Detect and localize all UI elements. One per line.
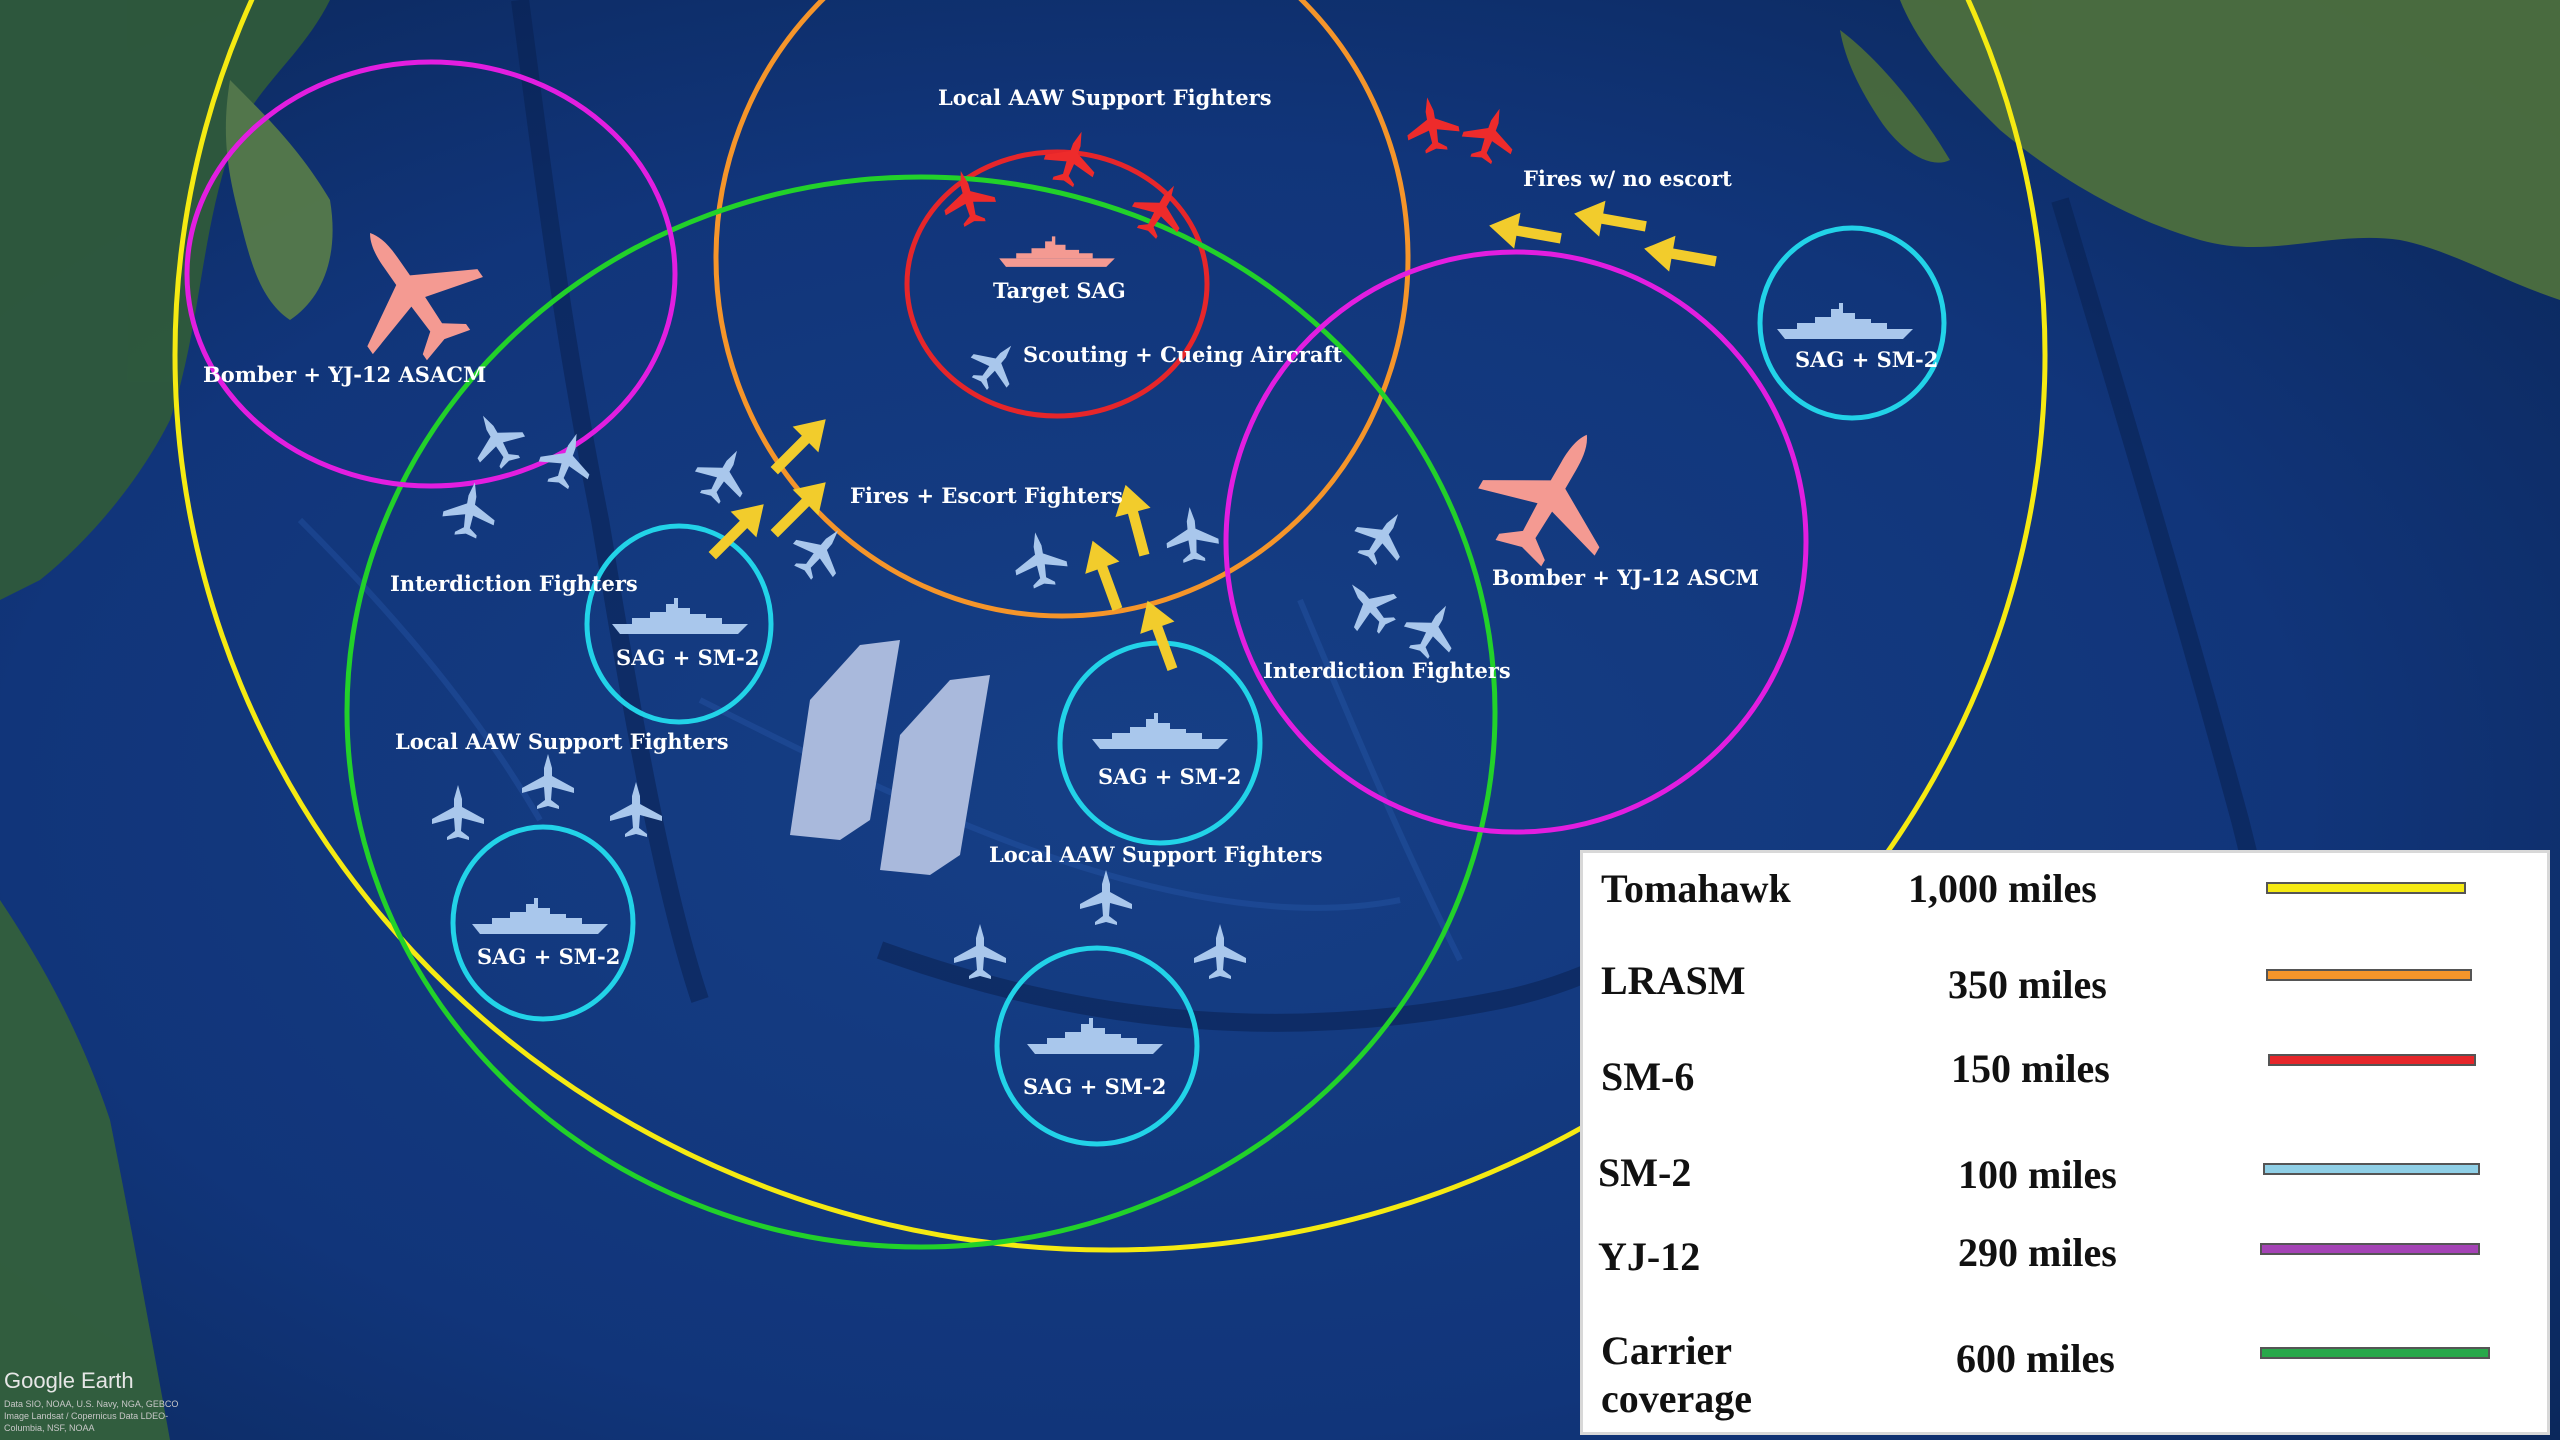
yj12-range-ring-left (184, 59, 678, 489)
sm2-ring-right (1757, 225, 1947, 421)
tomahawk-range-ring (172, 0, 2048, 1253)
label-target-sag: Target SAG (993, 278, 1126, 303)
legend-range-lrasm: 350 miles (1948, 962, 2107, 1007)
legend-name-yj12: YJ-12 (1598, 1234, 1701, 1279)
google-earth-logo: Google Earth (4, 1368, 134, 1393)
carrier-coverage-ring (344, 174, 1498, 1250)
carrier-1 (790, 640, 900, 840)
label-bomber-left: Bomber + YJ-12 ASACM (203, 362, 486, 387)
lrasm-range-ring (713, 0, 1411, 619)
legend-swatch-tomahawk (2266, 882, 2466, 894)
legend-name-tomahawk: Tomahawk (1601, 866, 1791, 911)
carrier-group (790, 640, 990, 875)
legend-swatch-sm6 (2268, 1054, 2476, 1066)
legend-range-sm6: 150 miles (1951, 1046, 2110, 1091)
label-scouting: Scouting + Cueing Aircraft (1023, 342, 1342, 367)
legend-range-yj12: 290 miles (1958, 1230, 2117, 1275)
legend-swatch-yj12 (2260, 1243, 2480, 1255)
sm2-ring-mid-left (584, 523, 774, 725)
legend-swatch-lrasm (2266, 969, 2472, 981)
legend-range-sm2: 100 miles (1958, 1152, 2117, 1197)
legend-range-carrier: 600 miles (1956, 1336, 2115, 1381)
legend-name-carrier: Carrier coverage (1601, 1328, 1753, 1421)
legend-name-lrasm: LRASM (1601, 958, 1746, 1003)
label-interdiction-right: Interdiction Fighters (1263, 658, 1511, 683)
map-attribution: Data SIO, NOAA, U.S. Navy, NGA, GEBCO Im… (4, 1399, 179, 1433)
label-local-aaw-bottom: Local AAW Support Fighters (989, 842, 1323, 867)
label-fires-no-escort: Fires w/ no escort (1523, 166, 1732, 191)
label-sag-bottom: SAG + SM-2 (1023, 1074, 1166, 1099)
sm2-ring-lower-left (450, 824, 636, 1022)
legend-name-sm6: SM-6 (1601, 1054, 1695, 1099)
map-labels: Local AAW Support Fighters Fires w/ no e… (203, 85, 1938, 1099)
label-bomber-right: Bomber + YJ-12 ASCM (1492, 565, 1759, 590)
legend-range-tomahawk: 1,000 miles (1908, 866, 2097, 911)
legend-swatch-sm2 (2263, 1163, 2480, 1175)
label-sag-center: SAG + SM-2 (1098, 764, 1241, 789)
label-sag-lower-left: SAG + SM-2 (477, 944, 620, 969)
label-local-aaw-top: Local AAW Support Fighters (938, 85, 1272, 110)
legend-name-sm2: SM-2 (1598, 1150, 1692, 1195)
label-interdiction-left: Interdiction Fighters (390, 571, 638, 596)
sm6-range-ring (904, 149, 1210, 419)
range-rings (172, 0, 2048, 1253)
yj12-range-ring-right (1223, 249, 1809, 835)
label-fires-escort: Fires + Escort Fighters (850, 483, 1123, 508)
carrier-2 (880, 675, 990, 875)
label-sag-mid-left: SAG + SM-2 (616, 645, 759, 670)
label-sag-right: SAG + SM-2 (1795, 347, 1938, 372)
label-local-aaw-left: Local AAW Support Fighters (395, 729, 729, 754)
legend-swatch-carrier (2260, 1347, 2490, 1359)
sm2-ring-bottom (994, 945, 1200, 1147)
range-legend: Tomahawk 1,000 miles LRASM 350 miles SM-… (1580, 850, 2550, 1435)
